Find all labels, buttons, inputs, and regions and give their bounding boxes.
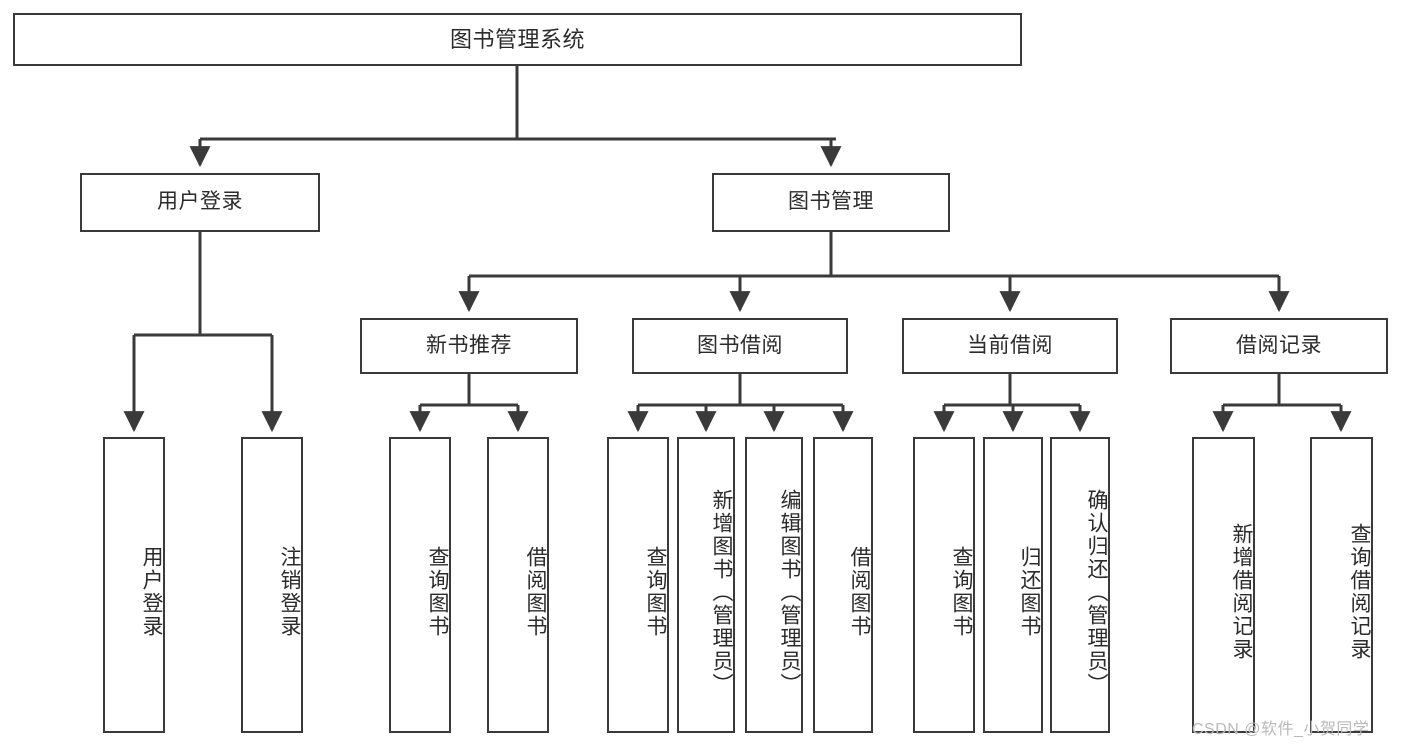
node-leaf-borrow-book-label: 借阅图书	[848, 546, 871, 638]
node-user-login-label: 用户登录	[157, 190, 243, 214]
node-leaf-confirm-return[interactable]: 确认归还（管理员）	[1050, 437, 1110, 733]
csdn-watermark: CSDN @软件_小贺同学	[1192, 721, 1370, 738]
node-leaf-query-book-recommend[interactable]: 查询图书	[389, 437, 451, 733]
node-leaf-borrow-book-recommend[interactable]: 借阅图书	[487, 437, 549, 733]
node-book-borrow-label: 图书借阅	[697, 333, 783, 357]
node-root-label: 图书管理系统	[449, 26, 585, 52]
node-leaf-add-book[interactable]: 新增图书（管理员）	[677, 437, 735, 733]
node-leaf-user-login[interactable]: 用户登录	[103, 437, 165, 733]
node-leaf-logout[interactable]: 注销登录	[241, 437, 303, 733]
node-new-book-recommend-label: 新书推荐	[426, 333, 512, 357]
node-leaf-edit-book[interactable]: 编辑图书（管理员）	[745, 437, 803, 733]
node-leaf-query-borrow-record-label: 查询借阅记录	[1348, 523, 1371, 661]
node-current-borrow[interactable]: 当前借阅	[902, 318, 1118, 374]
node-book-manage-label: 图书管理	[788, 190, 874, 214]
node-leaf-query-book-borrow[interactable]: 查询图书	[607, 437, 669, 733]
node-leaf-query-book-borrow-label: 查询图书	[644, 546, 667, 638]
node-leaf-confirm-return-label: 确认归还（管理员）	[1085, 488, 1108, 696]
node-leaf-borrow-book-recommend-label: 借阅图书	[524, 546, 547, 638]
node-leaf-logout-label: 注销登录	[278, 546, 301, 638]
node-leaf-add-borrow-record-label: 新增借阅记录	[1230, 523, 1253, 661]
node-leaf-edit-book-label: 编辑图书（管理员）	[778, 488, 801, 696]
node-book-manage[interactable]: 图书管理	[712, 173, 950, 232]
node-leaf-return-book-label: 归还图书	[1018, 546, 1041, 638]
node-current-borrow-label: 当前借阅	[967, 333, 1053, 357]
node-leaf-borrow-book[interactable]: 借阅图书	[813, 437, 873, 733]
node-leaf-add-book-label: 新增图书（管理员）	[710, 488, 733, 696]
node-user-login[interactable]: 用户登录	[80, 173, 320, 232]
node-book-borrow[interactable]: 图书借阅	[632, 318, 848, 374]
node-leaf-query-book-recommend-label: 查询图书	[426, 546, 449, 638]
node-leaf-query-book-current-label: 查询图书	[950, 546, 973, 638]
node-leaf-return-book[interactable]: 归还图书	[983, 437, 1043, 733]
node-leaf-query-book-current[interactable]: 查询图书	[913, 437, 975, 733]
node-leaf-query-borrow-record[interactable]: 查询借阅记录	[1310, 437, 1373, 733]
node-leaf-add-borrow-record[interactable]: 新增借阅记录	[1192, 437, 1255, 733]
node-leaf-user-login-label: 用户登录	[140, 546, 163, 638]
node-new-book-recommend[interactable]: 新书推荐	[360, 318, 578, 374]
node-root[interactable]: 图书管理系统	[13, 13, 1022, 66]
node-borrow-record[interactable]: 借阅记录	[1170, 318, 1388, 374]
node-borrow-record-label: 借阅记录	[1236, 333, 1322, 357]
